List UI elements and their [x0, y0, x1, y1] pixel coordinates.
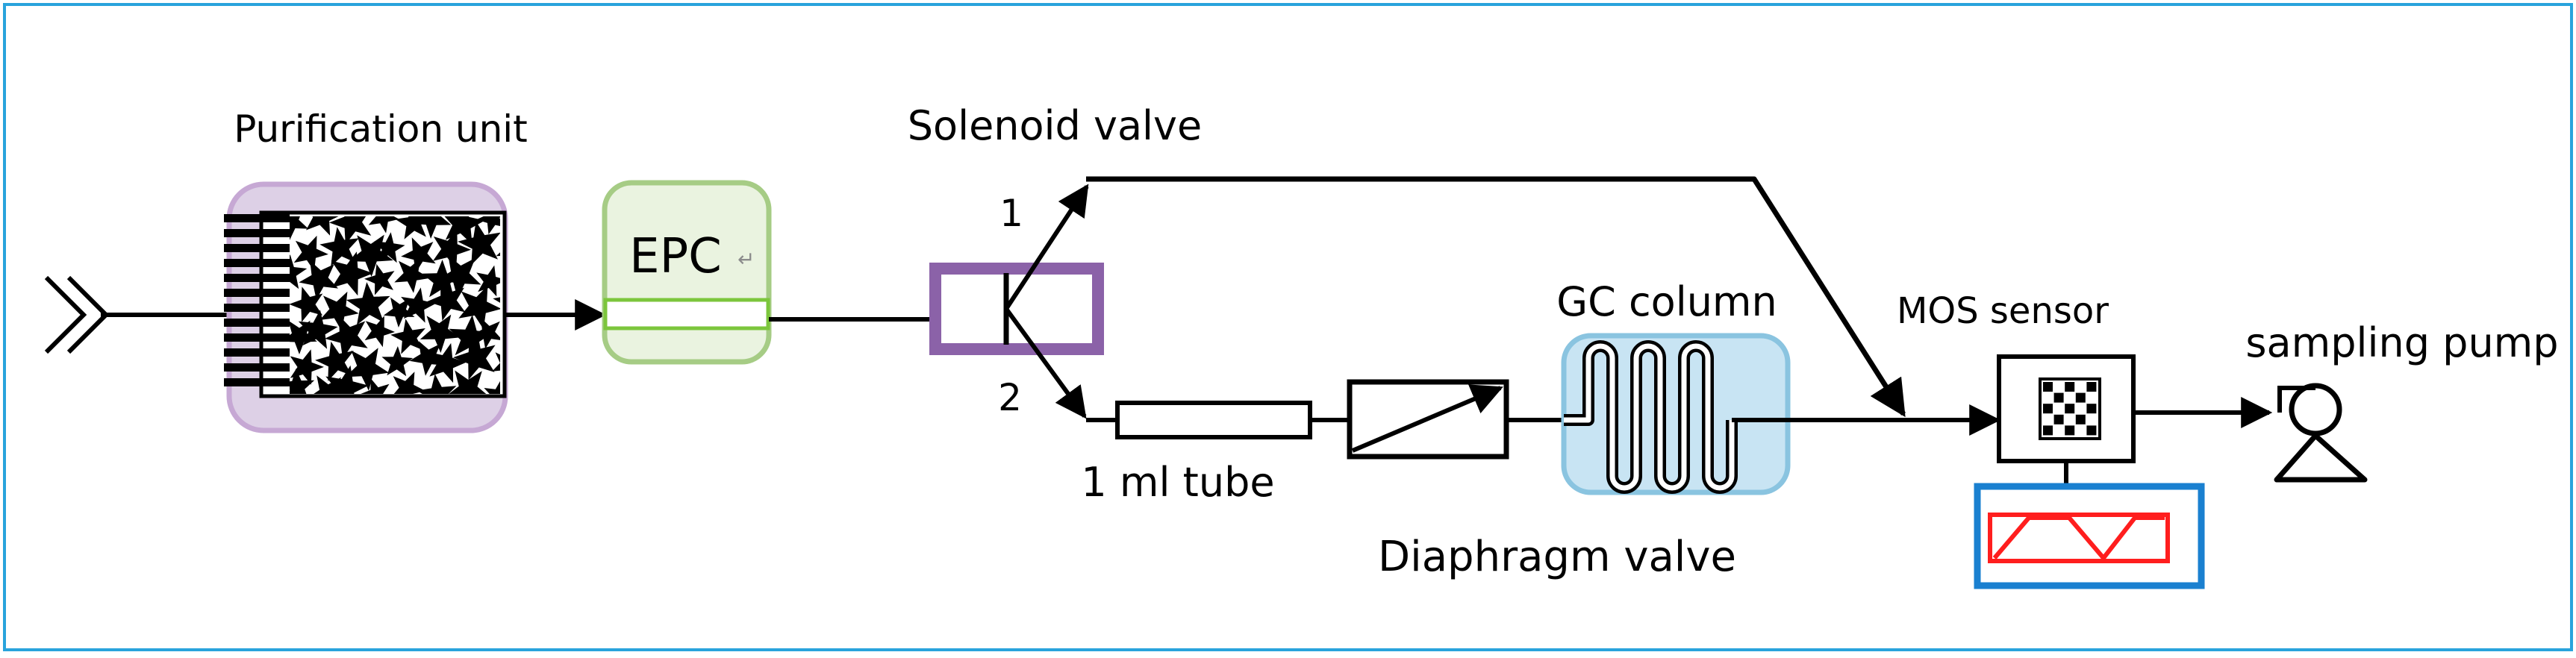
mos-sensor [1997, 354, 2136, 463]
tube-label: 1 ml tube [1081, 459, 1274, 506]
gc-column-label: GC column [1556, 278, 1777, 325]
sampling-pump-label: sampling pump [2245, 319, 2558, 366]
solenoid-valve-label: Solenoid valve [908, 102, 1202, 149]
arrow-valve-port-1 [1004, 184, 1089, 310]
solenoid-valve [929, 263, 1104, 355]
epc-channel-bar [603, 298, 770, 330]
purification-unit-label: Purification unit [234, 107, 528, 151]
controller-box [1974, 483, 2205, 589]
epc-unit: EPC ↵ [602, 180, 772, 365]
arrow-valve-port-2 [1004, 307, 1087, 419]
inlet-icon [44, 275, 110, 354]
bypass-line [1086, 176, 1906, 418]
gc-column [1561, 333, 1791, 495]
adsorbent-pattern [290, 216, 500, 394]
sampling-pump-icon [2274, 383, 2368, 483]
diaphragm-valve [1347, 379, 1509, 460]
waveform-icon [1992, 516, 2165, 560]
purification-unit [224, 181, 508, 433]
port-1-label: 1 [999, 192, 1023, 235]
epc-mark: ↵ [737, 247, 755, 272]
tube-1ml [1115, 401, 1312, 439]
sensor-grid-icon [2043, 382, 2097, 436]
port-2-label: 2 [998, 376, 1022, 419]
diaphragm-valve-label: Diaphragm valve [1378, 533, 1736, 581]
epc-label: EPC [629, 229, 722, 284]
filter-fins [224, 214, 290, 386]
mos-sensor-label: MOS sensor [1897, 290, 2109, 332]
outer-border [3, 3, 2573, 651]
